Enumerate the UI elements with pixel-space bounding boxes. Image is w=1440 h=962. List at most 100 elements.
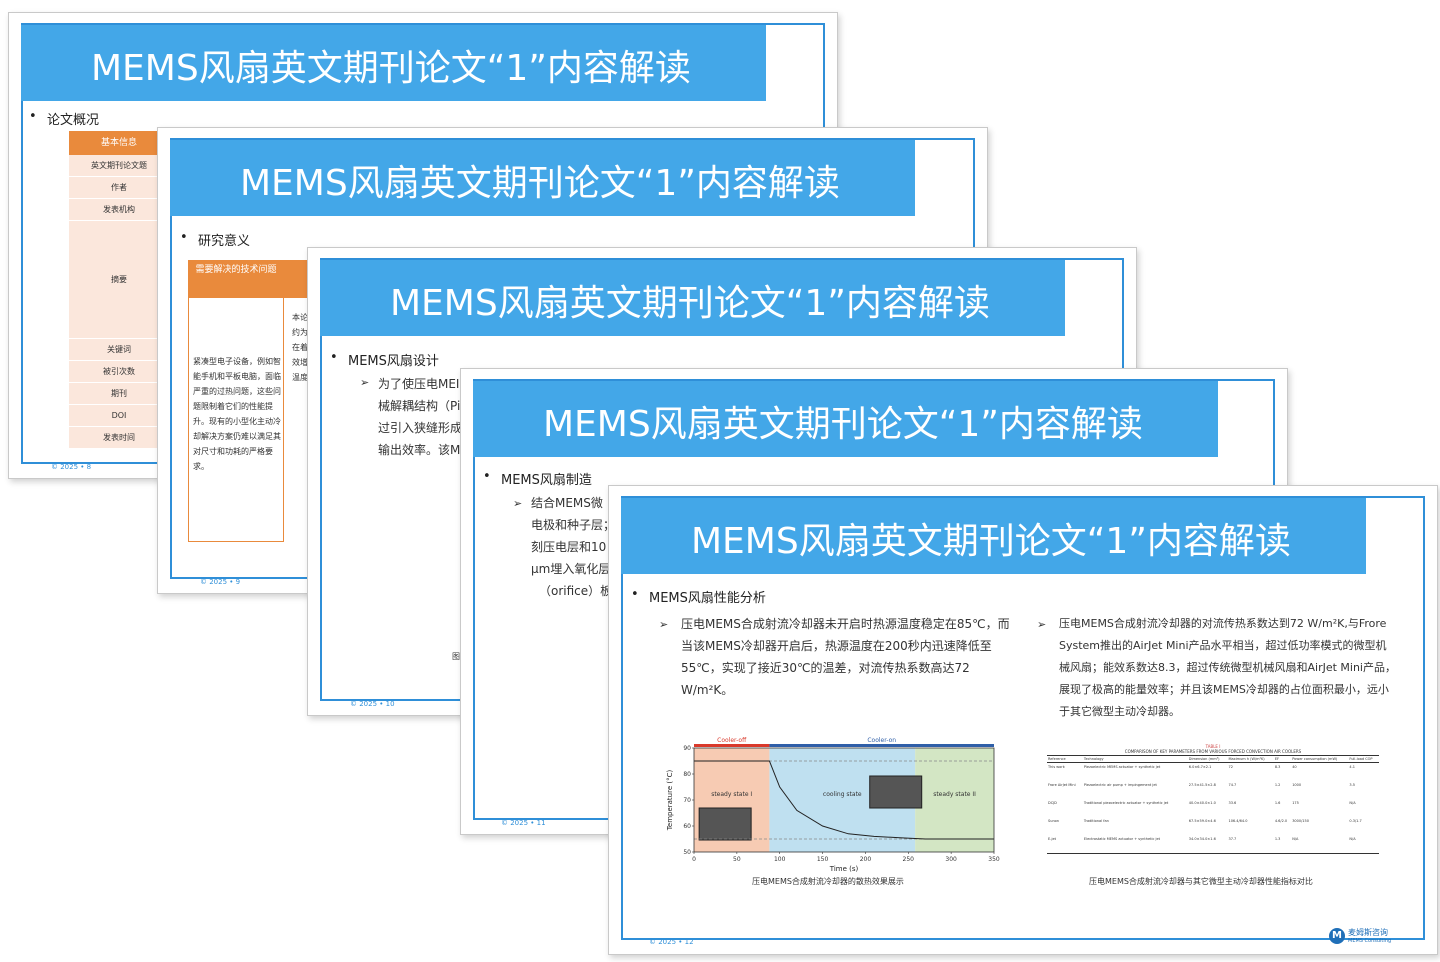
arrow-bullet-icon: ➢ [360, 376, 370, 389]
slide-footer: © 2025 • 9 [200, 578, 241, 586]
table-row-label: 期刊 [69, 383, 169, 405]
table-cell: 4.6/2.0 [1274, 819, 1288, 823]
table-cell: 72 [1228, 765, 1233, 769]
table-cell: 34.0×34.0×1.6 [1188, 837, 1216, 841]
slide-title-bar: MEMS风扇英文期刊论文“1”内容解读 [621, 498, 1366, 574]
arrow-bullet-icon: ➢ [1037, 618, 1047, 631]
table-cell: Piezoelectric air pump + impingement jet [1083, 783, 1157, 787]
table-row-label: 摘要 [69, 221, 169, 339]
table-cell: 3000/150 [1292, 819, 1309, 823]
table-cell: 8.3 [1274, 765, 1281, 769]
y-tick-label: 60 [683, 823, 691, 830]
band-label: Cooler-off [717, 737, 747, 744]
problem-column-body [188, 298, 284, 542]
slide-12[interactable]: MEMS风扇英文期刊论文“1”内容解读 MEMS风扇性能分析 ➢ 压电MEMS合… [608, 485, 1438, 955]
table-cell: Sunon [1048, 819, 1060, 823]
table-cell: 3.5 [1349, 783, 1355, 787]
bullet-paper-overview: 论文概况 [29, 109, 99, 128]
x-tick-label: 0 [692, 856, 696, 863]
x-tick-label: 200 [860, 856, 872, 863]
slide-title-bar: MEMS风扇英文期刊论文“1”内容解读 [170, 140, 915, 216]
table-row-label: 发表时间 [69, 427, 169, 449]
x-tick-label: 100 [774, 856, 786, 863]
bullet-mems-fan-fabrication: MEMS风扇制造 [483, 469, 592, 488]
fabrication-line: 结合MEMS微 [531, 496, 603, 510]
slide-title: MEMS风扇英文期刊论文“1”内容解读 [543, 404, 1143, 445]
table-row-label: 关键词 [69, 339, 169, 361]
table-column-header: Reference [1047, 756, 1083, 763]
x-tick-label: 250 [903, 856, 915, 863]
table-cell: This work [1048, 765, 1065, 769]
bullet-research-significance: 研究意义 [180, 230, 250, 249]
table-cell: 1.6 [1274, 801, 1281, 805]
y-axis-label: Temperature (°C) [666, 770, 674, 832]
table-cell: 1.2 [1274, 783, 1281, 787]
problem-text: 紧凑型电子设备，例如智能手机和平板电脑，面临严重的过热问题，这些问题限制着它们的… [193, 357, 281, 471]
second-column-text: 本论约为 在着效增温度 [292, 313, 308, 382]
table-header: 基本信息 [69, 131, 169, 155]
temperature-line [694, 760, 994, 840]
slide-title-bar: MEMS风扇英文期刊论文“1”内容解读 [473, 381, 1218, 457]
table-row-label: DOI [69, 405, 169, 427]
analysis-left-text: 压电MEMS合成射流冷却器未开启时热源温度稳定在85℃，而当该MEMS冷却器开启… [681, 617, 1010, 697]
table-column-header: Power consumption (mW) [1291, 756, 1349, 763]
figure-caption-char: 图 [452, 652, 460, 661]
table-cell: 4.1 [1349, 765, 1355, 769]
design-line: 过引入狭缝形成 [378, 421, 463, 435]
arrow-bullet-icon: ➢ [659, 618, 669, 631]
slide-title-bar: MEMS风扇英文期刊论文“1”内容解读 [21, 25, 766, 101]
table-row: DCJD Traditional piezoelectric actuator +… [1047, 799, 1379, 817]
table-cell: 6.0×6.7×2.1 [1188, 765, 1212, 769]
bullet-mems-fan-design: MEMS风扇设计 [330, 350, 439, 369]
table-cell: 1000 [1292, 783, 1302, 787]
table-cell: 175 [1292, 801, 1299, 805]
slide-title: MEMS风扇英文期刊论文“1”内容解读 [91, 48, 691, 89]
table-cell: N/A [1349, 801, 1356, 805]
table-title: TABLE I [1205, 744, 1221, 749]
slide-footer: © 2025 • 10 [350, 700, 395, 708]
table-cell: Piezoelectric MEMS actuator + synthetic … [1083, 765, 1161, 769]
region-label: cooling state [823, 791, 862, 798]
table-cell: 40.0×40.0×1.0 [1188, 801, 1216, 805]
region-label: steady state II [933, 791, 976, 798]
table-subtitle: COMPARISON OF KEY PARAMETERS FROM VARIOU… [1047, 749, 1379, 756]
table-column-header: Maximum h (W/m²K) [1227, 756, 1274, 763]
company-logo: M 麦姆斯咨询 MEMS Consulting [1329, 927, 1399, 947]
table-cell: Traditional fan [1083, 819, 1109, 823]
table-column-header: Full-load COP [1348, 756, 1379, 763]
table-column-header: Technology [1082, 756, 1188, 763]
region-band [915, 748, 994, 852]
table-row: Frore AirJet Mini Piezoelectric air pump … [1047, 781, 1379, 799]
table-cell: 67.5×59.0×4.6 [1188, 819, 1216, 823]
slide-footer: © 2025 • 11 [501, 819, 546, 827]
fabrication-line: 电极和种子层； [531, 518, 616, 532]
fabrication-line: μm埋入氧化层 [531, 562, 611, 576]
table-cell: E-jet [1048, 837, 1056, 841]
slide-title: MEMS风扇英文期刊论文“1”内容解读 [240, 163, 840, 204]
table-row: This work Piezoelectric MEMS actuator + s… [1047, 763, 1379, 782]
slide-title: MEMS风扇英文期刊论文“1”内容解读 [691, 521, 1291, 562]
table-column-header: EF [1273, 756, 1292, 763]
table-cell: 0.3/1.7 [1349, 819, 1362, 823]
slide-footer: © 2025 • 12 [649, 938, 694, 946]
y-tick-label: 90 [683, 745, 691, 752]
table-cell: 33.6 [1228, 801, 1237, 805]
table-cell: Traditional piezoelectric actuator + syn… [1083, 801, 1169, 805]
table-cell: Frore AirJet Mini [1048, 783, 1076, 787]
table-row-label: 作者 [69, 177, 169, 199]
left-figure-caption: 压电MEMS合成射流冷却器的散热效果展示 [752, 877, 904, 886]
bullet-performance-analysis: MEMS风扇性能分析 [631, 587, 766, 606]
table-row-label: 英文期刊论文题 [69, 155, 169, 177]
analysis-right-text: 压电MEMS合成射流冷却器的对流传热系数达到72 W/m²K,与Frore Sy… [1059, 617, 1396, 718]
y-tick-label: 50 [683, 849, 691, 856]
table-bottom-rule [1047, 853, 1379, 854]
table-cell: DCJD [1048, 801, 1057, 805]
design-line: 输出效率。该M [378, 443, 461, 457]
table-column-header: Dimension (mm³) [1187, 756, 1228, 763]
band-label: Cooler-on [867, 737, 896, 744]
table-cell: 40 [1292, 765, 1297, 769]
